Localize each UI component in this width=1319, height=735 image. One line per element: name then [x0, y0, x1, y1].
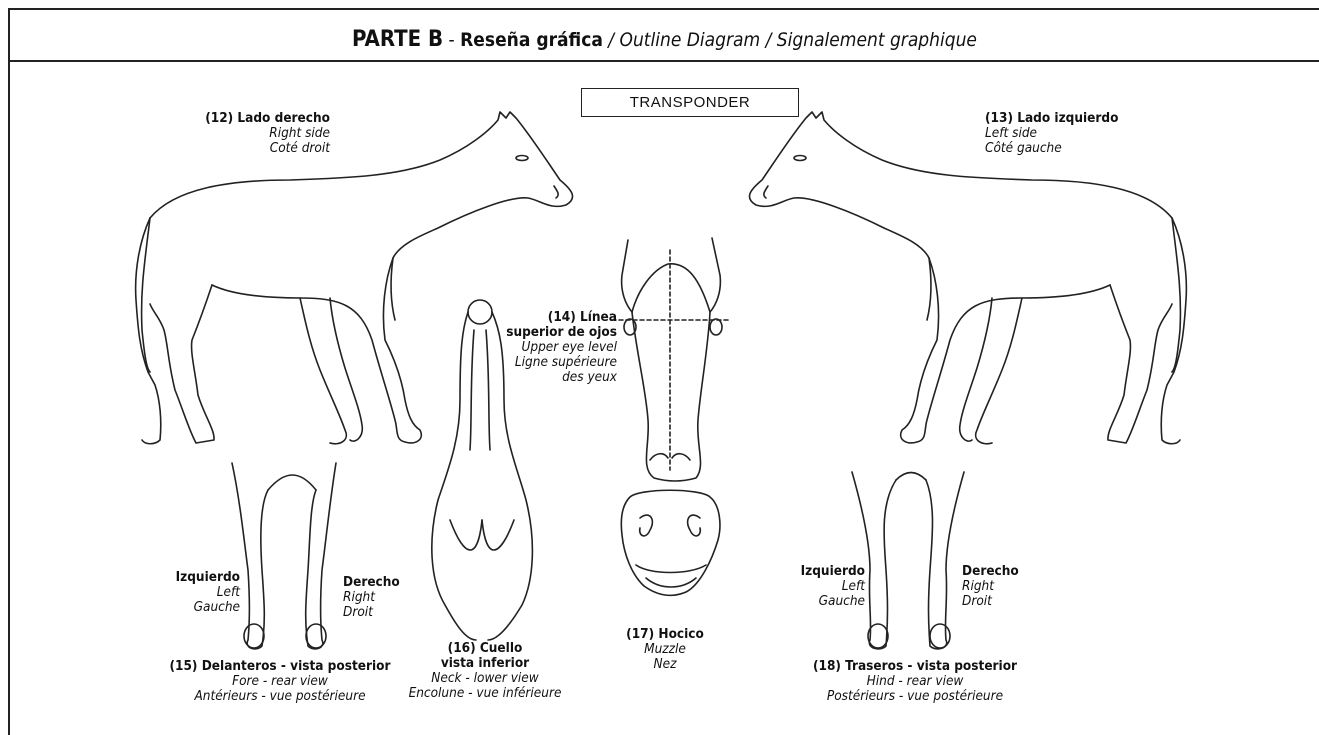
label-fore-fr: Antérieurs - vue postérieure — [160, 689, 400, 704]
label-fore-left: Izquierdo Left Gauche — [160, 570, 240, 615]
label-eye-level-es1: (14) Línea — [480, 310, 617, 325]
label-muzzle-en: Muzzle — [615, 642, 715, 657]
label-muzzle-es: (17) Hocico — [615, 627, 715, 642]
label-eye-level-es2: superior de ojos — [480, 325, 617, 340]
label-left-side-en: Left side — [985, 126, 1165, 141]
head-front-view-drawing — [612, 238, 730, 481]
label-fore-rear-view: (15) Delanteros - vista posterior Fore -… — [160, 659, 400, 704]
label-hind-left-fr: Gauche — [785, 594, 865, 609]
label-hind-right: Derecho Right Droit — [962, 564, 1042, 609]
hind-legs-rear-view-drawing — [852, 472, 964, 649]
label-neck-en: Neck - lower view — [395, 671, 575, 686]
label-hind-rear-view: (18) Traseros - vista posterior Hind - r… — [795, 659, 1035, 704]
fore-legs-rear-view-drawing — [232, 463, 336, 649]
label-fore-en: Fore - rear view — [160, 674, 400, 689]
label-hind-left-en: Left — [785, 579, 865, 594]
label-neck-es2: vista inferior — [395, 656, 575, 671]
label-hind-left: Izquierdo Left Gauche — [785, 564, 865, 609]
label-neck-fr: Encolune - vue inférieure — [395, 686, 575, 701]
label-fore-right-en: Right — [343, 590, 423, 605]
label-hind-es: (18) Traseros - vista posterior — [795, 659, 1035, 674]
horse-left-side-drawing — [749, 112, 1186, 444]
label-eye-level: (14) Línea superior de ojos Upper eye le… — [480, 310, 617, 385]
label-right-side-es: (12) Lado derecho — [170, 111, 330, 126]
label-left-side-fr: Côté gauche — [985, 141, 1165, 156]
horse-right-side-drawing — [136, 112, 573, 444]
label-hind-right-es: Derecho — [962, 564, 1042, 579]
label-muzzle-fr: Nez — [615, 657, 715, 672]
label-hind-left-es: Izquierdo — [785, 564, 865, 579]
label-fore-left-en: Left — [160, 585, 240, 600]
label-right-side-fr: Coté droit — [170, 141, 330, 156]
label-eye-level-fr1: Ligne supérieure — [480, 355, 617, 370]
label-fore-right-es: Derecho — [343, 575, 423, 590]
label-fore-left-es: Izquierdo — [160, 570, 240, 585]
label-fore-left-fr: Gauche — [160, 600, 240, 615]
label-muzzle: (17) Hocico Muzzle Nez — [615, 627, 715, 672]
label-fore-es: (15) Delanteros - vista posterior — [160, 659, 400, 674]
label-fore-right: Derecho Right Droit — [343, 575, 423, 620]
label-right-side: (12) Lado derecho Right side Coté droit — [170, 111, 330, 156]
label-eye-level-en: Upper eye level — [480, 340, 617, 355]
label-fore-right-fr: Droit — [343, 605, 423, 620]
label-right-side-en: Right side — [170, 126, 330, 141]
label-neck-lower-view: (16) Cuello vista inferior Neck - lower … — [395, 641, 575, 701]
label-hind-right-en: Right — [962, 579, 1042, 594]
label-eye-level-fr2: des yeux — [480, 370, 617, 385]
muzzle-drawing — [621, 490, 720, 595]
label-hind-fr: Postérieurs - vue postérieure — [795, 689, 1035, 704]
label-hind-right-fr: Droit — [962, 594, 1042, 609]
label-hind-en: Hind - rear view — [795, 674, 1035, 689]
label-neck-es1: (16) Cuello — [395, 641, 575, 656]
label-left-side-es: (13) Lado izquierdo — [985, 111, 1165, 126]
label-left-side: (13) Lado izquierdo Left side Côté gauch… — [985, 111, 1165, 156]
